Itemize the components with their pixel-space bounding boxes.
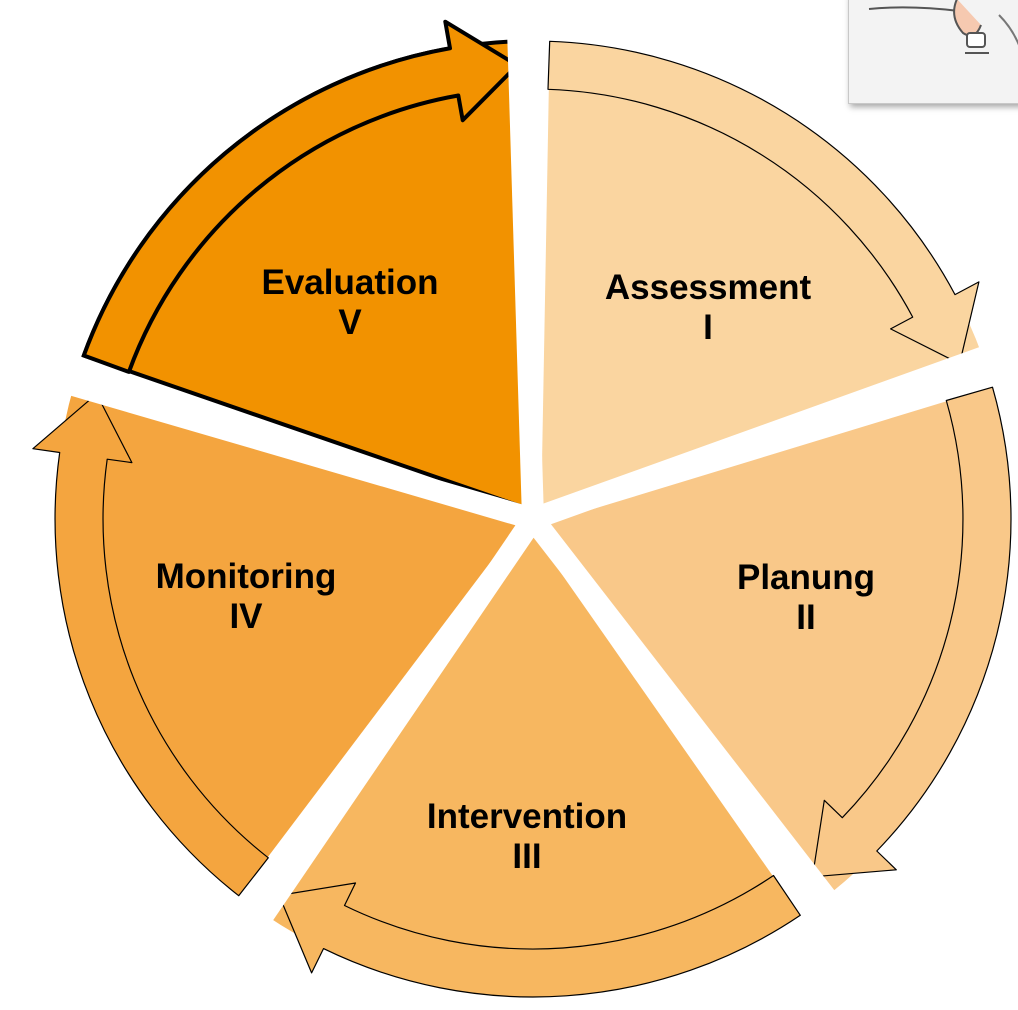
segment-separator xyxy=(232,512,543,953)
cartoon-image-fragment xyxy=(848,0,1018,104)
label-monitoring: Monitoring IV xyxy=(96,557,396,637)
segment-wedge-intervention xyxy=(265,533,801,998)
evaluation-numeral: V xyxy=(338,303,362,342)
segment-separator xyxy=(524,512,859,935)
segment-separator xyxy=(33,363,537,530)
planung-name: Planung xyxy=(736,558,876,597)
cartoon-sketch-icon xyxy=(868,0,1018,54)
assessment-name: Assessment xyxy=(604,268,812,307)
monitoring-numeral: IV xyxy=(229,597,263,636)
label-assessment: Assessment I xyxy=(558,268,858,348)
monitoring-name: Monitoring xyxy=(155,557,337,596)
planung-numeral: II xyxy=(796,598,816,637)
intervention-numeral: III xyxy=(512,837,542,876)
segment-separator xyxy=(529,333,1018,530)
label-planung: Planung II xyxy=(656,558,956,638)
assessment-numeral: I xyxy=(703,308,713,347)
intervention-name: Intervention xyxy=(426,797,628,836)
segment-separator xyxy=(506,1,544,520)
label-evaluation: Evaluation V xyxy=(200,263,500,343)
evaluation-name: Evaluation xyxy=(261,263,439,302)
label-intervention: Intervention III xyxy=(377,797,677,877)
